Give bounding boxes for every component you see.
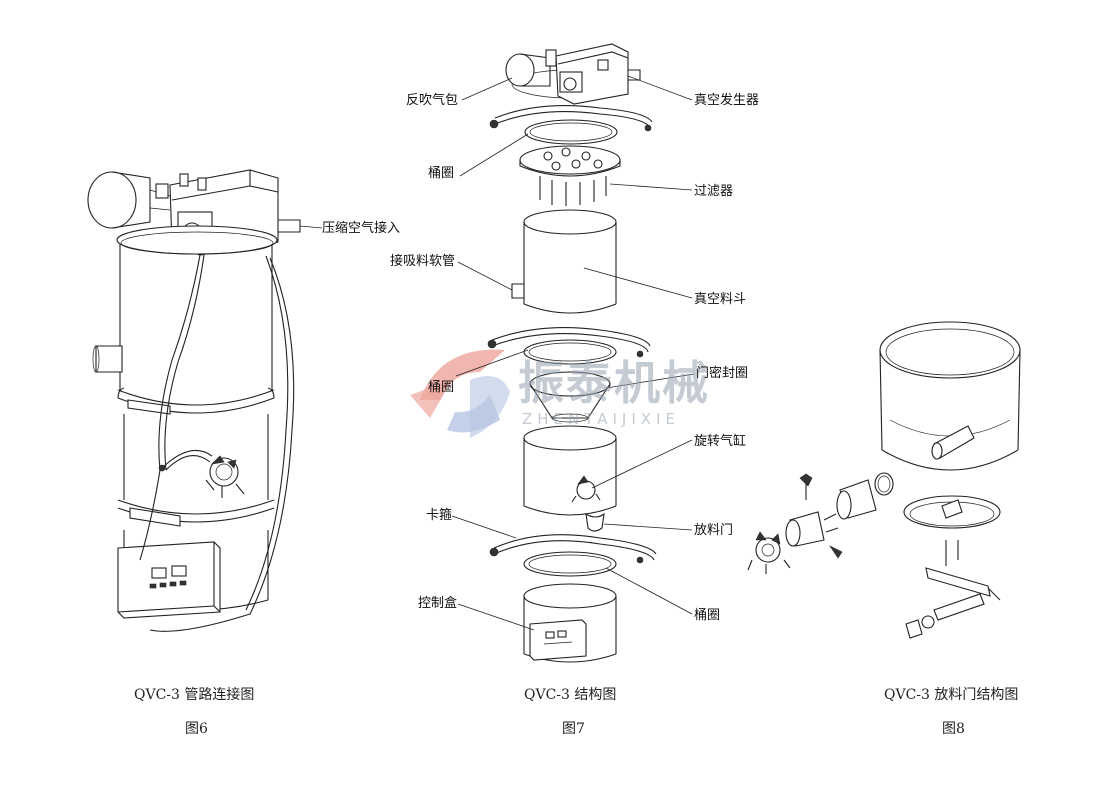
figure7-caption: QVC-3 结构图 [524, 687, 617, 703]
label-vacuum-hopper: 真空料斗 [694, 292, 747, 307]
label-barrel-ring-mid: 桶圈 [428, 380, 455, 395]
label-barrel-ring-top: 桶圈 [428, 166, 455, 181]
label-control-box: 控制盒 [418, 596, 458, 611]
label-compressed-air-inlet: 压缩空气接入 [322, 221, 401, 236]
watermark-logo [410, 349, 510, 438]
label-door-seal: 门密封圈 [696, 366, 749, 381]
label-backblow-air-tank: 反吹气包 [406, 93, 459, 108]
figure6-caption: QVC-3 管路连接图 [134, 687, 255, 703]
label-vacuum-generator: 真空发生器 [694, 93, 760, 108]
label-discharge-door: 放料门 [694, 523, 734, 538]
figure8-number: 图8 [942, 721, 965, 737]
watermark-text-cn: 振泰机械 [518, 356, 710, 410]
figure7-drawing [451, 43, 695, 663]
label-barrel-ring-bottom: 桶圈 [694, 608, 721, 623]
figure8-caption: QVC-3 放料门结构图 [884, 687, 1019, 703]
figure6-number: 图6 [185, 721, 208, 737]
label-suction-hose: 接吸料软管 [390, 254, 456, 269]
figure8-drawing [747, 321, 1021, 639]
label-clamp: 卡箍 [426, 508, 453, 523]
label-filter: 过滤器 [694, 184, 734, 199]
figure7-number: 图7 [562, 721, 585, 737]
watermark-text-en: ZHENTAIJIXIE [522, 410, 680, 428]
figure6-drawing [87, 169, 323, 632]
label-rotary-cylinder: 旋转气缸 [694, 434, 747, 449]
